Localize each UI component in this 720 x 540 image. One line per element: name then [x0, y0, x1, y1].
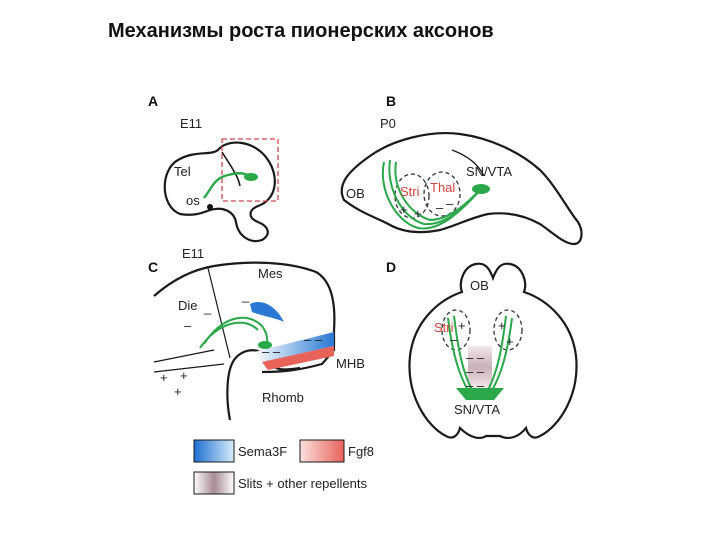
- legend-slits-label: Slits + other repellents: [238, 476, 367, 491]
- axon-tract-d-right2: [485, 315, 507, 395]
- stri-left-d: [441, 309, 471, 351]
- panel-c-stage: E11: [182, 246, 204, 261]
- label-ob-b: OB: [346, 186, 365, 201]
- fgf-band: [262, 346, 334, 370]
- label-thal-b: Thal: [430, 180, 455, 195]
- sign-minus-b1: –: [436, 200, 444, 215]
- slits-midline: [468, 346, 492, 388]
- label-rhomb: Rhomb: [262, 390, 304, 405]
- axon-tract-a: [203, 172, 251, 199]
- sign-minus-d3: – –: [466, 364, 485, 379]
- panel-d-letter: D: [386, 259, 396, 275]
- panel-d: D OB Stri SN/VTA + + + – – – – – – –: [386, 259, 578, 439]
- sign-minus-d4: – –: [466, 378, 485, 393]
- label-mhb: MHB: [336, 356, 365, 371]
- panel-c-outline: [153, 261, 336, 374]
- label-snvta-b: SN/VTA: [466, 164, 512, 179]
- axon-tract-b2: [388, 159, 481, 226]
- sign-minus-b2: –: [446, 196, 454, 211]
- sign-plus-c2: +: [180, 368, 188, 383]
- snvta-nucleus-d: [456, 388, 504, 400]
- axon-tract-c2: [199, 321, 259, 349]
- sign-minus-c1: _: [203, 300, 212, 315]
- sign-minus-c2: _: [241, 288, 250, 303]
- sign-plus-c3: +: [174, 384, 182, 399]
- legend-slits-swatch: [193, 471, 235, 495]
- adult-brain-outline: [340, 132, 583, 246]
- legend-sema-label: Sema3F: [238, 444, 287, 459]
- legend: Sema3F Fgf8 Slits + other repellents: [193, 439, 374, 495]
- snvta-nucleus-b: [472, 184, 490, 194]
- axon-tract-d-left2: [453, 315, 475, 395]
- sema-band: [254, 332, 334, 362]
- stri-right-d: [493, 309, 523, 351]
- boundary-line-1: [207, 267, 231, 359]
- sema-patch: [250, 302, 284, 322]
- panel-a: A E11 Tel os: [148, 93, 279, 243]
- panel-b-stage: P0: [380, 116, 396, 131]
- label-die: Die: [178, 298, 198, 313]
- sign-plus-b2: +: [414, 206, 422, 221]
- sign-minus-d1: –: [450, 332, 458, 347]
- embryo-brain-outline: [163, 141, 276, 243]
- sign-minus-c3: –: [184, 318, 192, 333]
- sign-plus-d3: +: [506, 334, 514, 349]
- axon-tract-b3: [394, 161, 481, 222]
- zoom-box: [221, 138, 279, 202]
- label-os: os: [186, 193, 200, 208]
- midline-b: [451, 149, 485, 177]
- panel-c-letter: C: [148, 259, 158, 275]
- dorsal-brain-outline: [408, 262, 578, 439]
- sign-plus-d1: +: [458, 318, 466, 333]
- os-dot: [207, 204, 213, 210]
- label-mes: Mes: [258, 266, 283, 281]
- legend-fgf-swatch: [299, 439, 345, 463]
- panel-a-stage: E11: [180, 116, 202, 131]
- legend-sema-swatch: [193, 439, 235, 463]
- panel-b: B P0 OB Stri Thal SN/VTA + + – –: [340, 93, 583, 246]
- embryo-inner-line: [221, 151, 241, 187]
- panel-a-letter: A: [148, 93, 158, 109]
- label-stri-d: Stri: [434, 320, 454, 335]
- boundary-line-3: [153, 363, 225, 373]
- boundary-line-2: [153, 349, 215, 363]
- thal-region-b: [423, 171, 461, 217]
- label-tel: Tel: [174, 164, 191, 179]
- sign-plus-d2: +: [498, 318, 506, 333]
- label-stri-b: Stri: [400, 184, 420, 199]
- panel-b-letter: B: [386, 93, 396, 109]
- page-title: Механизмы роста пионерских аксонов: [108, 20, 494, 42]
- label-ob-d: OB: [470, 278, 489, 293]
- label-snvta-d: SN/VTA: [454, 402, 500, 417]
- sign-plus-b1: +: [400, 202, 408, 217]
- sign-minus-c4: – –: [262, 344, 281, 359]
- sign-plus-c1: +: [160, 370, 168, 385]
- sign-minus-c5: – –: [304, 332, 323, 347]
- legend-fgf-label: Fgf8: [348, 444, 374, 459]
- sign-minus-d2: – –: [466, 350, 485, 365]
- rhomb-outline: [226, 349, 301, 421]
- panel-c: C E11 Mes Die MHB Rhomb _ _ – – – – – + …: [148, 246, 365, 421]
- snvta-nucleus-c: [258, 341, 272, 349]
- snvta-nucleus-a: [244, 173, 258, 181]
